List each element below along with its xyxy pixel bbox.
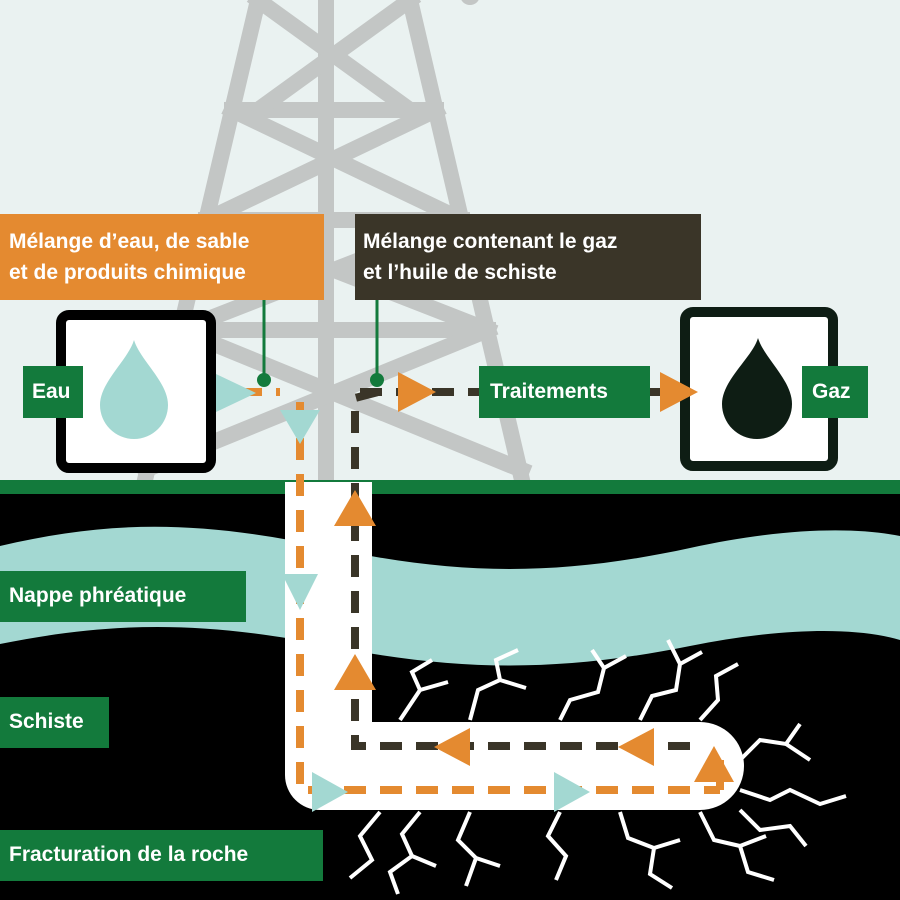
return-mix-line-1: Mélange contenant le gaz [363,230,618,253]
gas-output-box [680,307,838,471]
shale-label: Schiste [0,697,109,748]
arrow-right-2 [554,772,590,812]
rock-crack-icon [348,639,847,895]
return-mix-line-2: et l’huile de schiste [363,261,557,284]
injection-mix-line-1: Mélange d’eau, de sable [9,230,250,253]
arrow-water-in [216,374,256,412]
gas-drop-icon [722,338,792,439]
arrow-right-4 [660,372,698,412]
injection-mix-line-2: et de produits chimique [9,261,246,284]
arrow-left-2 [434,728,470,766]
aquifer-label: Nappe phréatique [0,571,246,622]
arrow-left-1 [618,728,654,766]
gas-output-label: Gaz [802,366,868,418]
well-bore [285,482,744,810]
water-drop-icon [100,340,168,439]
arrow-up-1 [694,746,734,782]
water-source-box [56,310,216,473]
arrow-down-1 [280,410,320,444]
return-mix-label: Mélange contenant le gaz et l’huile de s… [355,214,701,300]
water-source-label: Eau [23,366,83,418]
ground-line [0,480,900,494]
arrow-right-1 [312,772,348,812]
fracturing-label: Fracturation de la roche [0,830,323,881]
aquifer-layer [0,526,900,666]
arrow-up-3 [334,490,376,526]
treatment-label: Traitements [479,366,650,418]
flow-arrows [216,372,734,812]
injection-mix-label: Mélange d’eau, de sable et de produits c… [0,214,324,300]
arrow-down-2 [282,574,318,610]
arrow-up-2 [334,654,376,690]
arrow-right-3 [398,372,436,412]
